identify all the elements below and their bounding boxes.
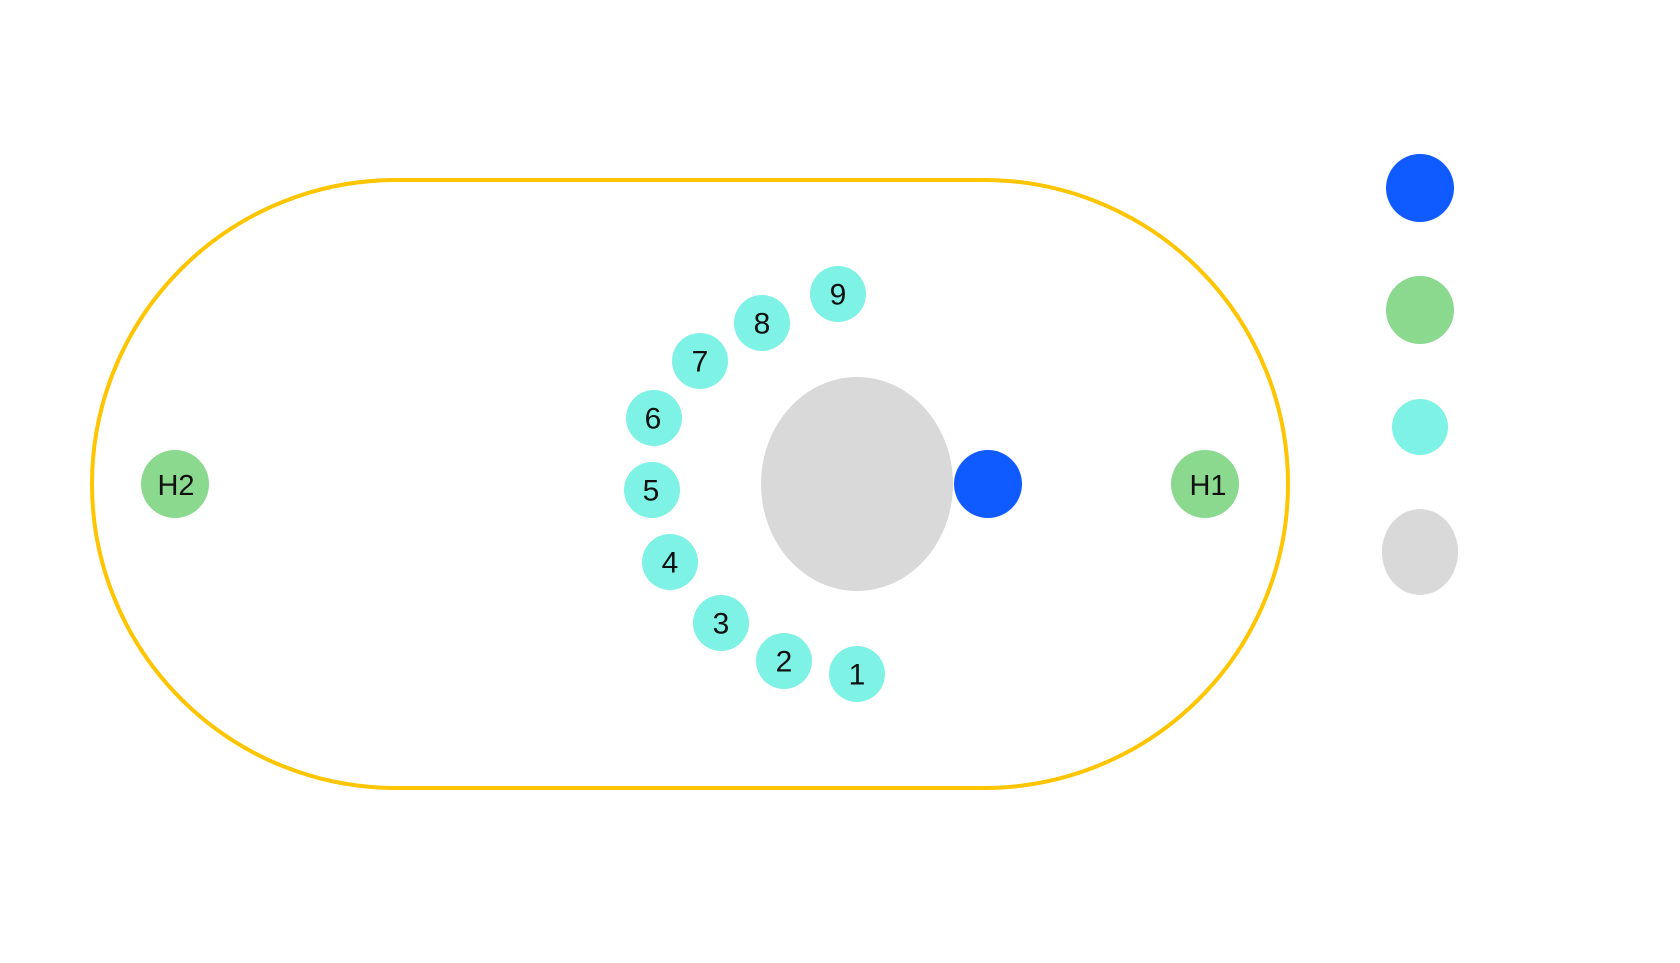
seat-7-circle <box>672 333 728 389</box>
seat-1-circle <box>829 646 885 702</box>
seat-5: 5 <box>624 462 680 518</box>
legend <box>1382 154 1458 595</box>
host-h1: H1 <box>1171 450 1239 518</box>
seat-2-circle <box>756 633 812 689</box>
track-outline <box>90 178 1290 790</box>
seat-5-label: 5 <box>643 475 660 508</box>
seat-1: 1 <box>829 646 885 702</box>
legend-blue-swatch <box>1386 154 1454 222</box>
seat-9-label: 9 <box>830 279 847 312</box>
host-h1-label: H1 <box>1189 470 1226 502</box>
seat-3: 3 <box>693 595 749 651</box>
legend-host-swatch <box>1386 276 1454 344</box>
seat-2: 2 <box>756 633 812 689</box>
center-area <box>761 377 953 591</box>
seat-8-label: 8 <box>754 308 771 341</box>
seat-9-circle <box>810 266 866 322</box>
host-h1-circle <box>1171 450 1239 518</box>
seat-5-circle <box>624 462 680 518</box>
seat-3-circle <box>693 595 749 651</box>
host-h2: H2 <box>141 450 209 518</box>
seat-6: 6 <box>626 390 682 446</box>
seat-3-label: 3 <box>713 608 730 641</box>
host-h2-circle <box>141 450 209 518</box>
seat-6-label: 6 <box>645 403 662 436</box>
legend-center-swatch <box>1382 509 1458 595</box>
seat-6-circle <box>626 390 682 446</box>
seat-4-circle <box>642 534 698 590</box>
seat-2-label: 2 <box>776 646 793 679</box>
seat-9: 9 <box>810 266 866 322</box>
legend-seat-swatch <box>1392 399 1448 455</box>
host-h2-label: H2 <box>157 470 194 502</box>
blue-marker <box>954 450 1022 518</box>
seat-8-circle <box>734 295 790 351</box>
seat-4: 4 <box>642 534 698 590</box>
seat-1-label: 1 <box>849 659 866 692</box>
seat-7: 7 <box>672 333 728 389</box>
seat-7-label: 7 <box>692 346 709 379</box>
seat-4-label: 4 <box>662 547 679 580</box>
seat-8: 8 <box>734 295 790 351</box>
